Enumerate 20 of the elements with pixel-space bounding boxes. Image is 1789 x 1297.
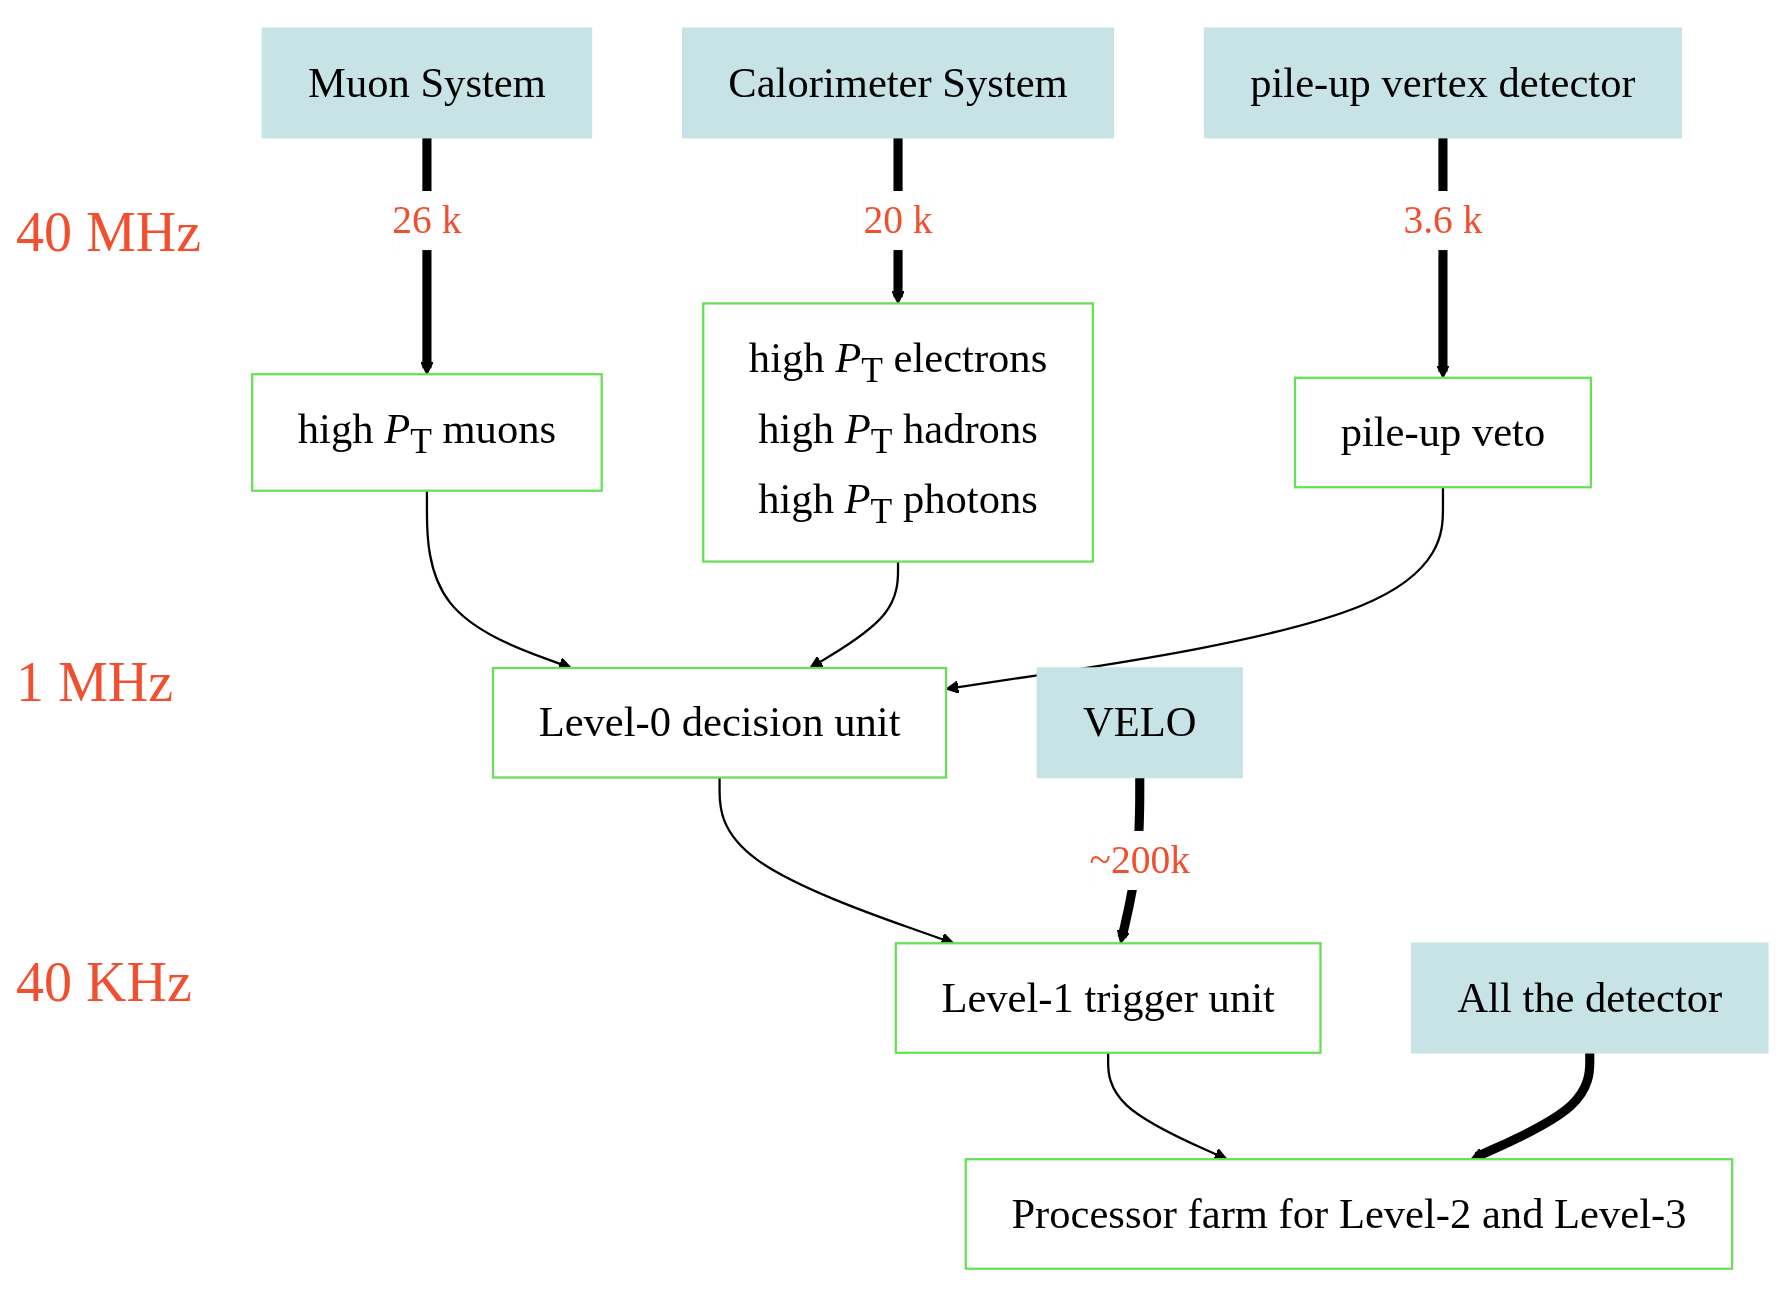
node-box: high P$_{T}$ electrons high P$_{T}$ hadrons high P$_{T}$ photons [701,302,1094,563]
node-box: pile-up veto [1293,376,1592,489]
node-box: pile-up vertex detector [1203,27,1682,139]
rate-label: 1 MHz [16,650,174,714]
edge-label: ~200k [1089,838,1190,883]
node-box: Processor farm for Level-2 and Level-3 [964,1158,1733,1270]
node-box: high P$_{T}$ muons [250,373,603,492]
node-box: Calorimeter System [681,27,1114,139]
node-box: Muon System [261,27,592,139]
rate-label: 40 KHz [16,950,192,1014]
edge-label: 3.6 k [1402,198,1482,243]
rate-label: 40 MHz [16,200,202,264]
arrow [808,561,899,669]
arrow [945,487,1444,694]
node-box: VELO [1036,667,1243,779]
edge-label: 20 k [862,198,933,243]
edge-label: 26 k [391,198,462,243]
node-box: All the detector [1410,942,1769,1054]
node-box: Level-0 decision unit [491,666,947,779]
node-box: Level-1 trigger unit [894,942,1322,1054]
